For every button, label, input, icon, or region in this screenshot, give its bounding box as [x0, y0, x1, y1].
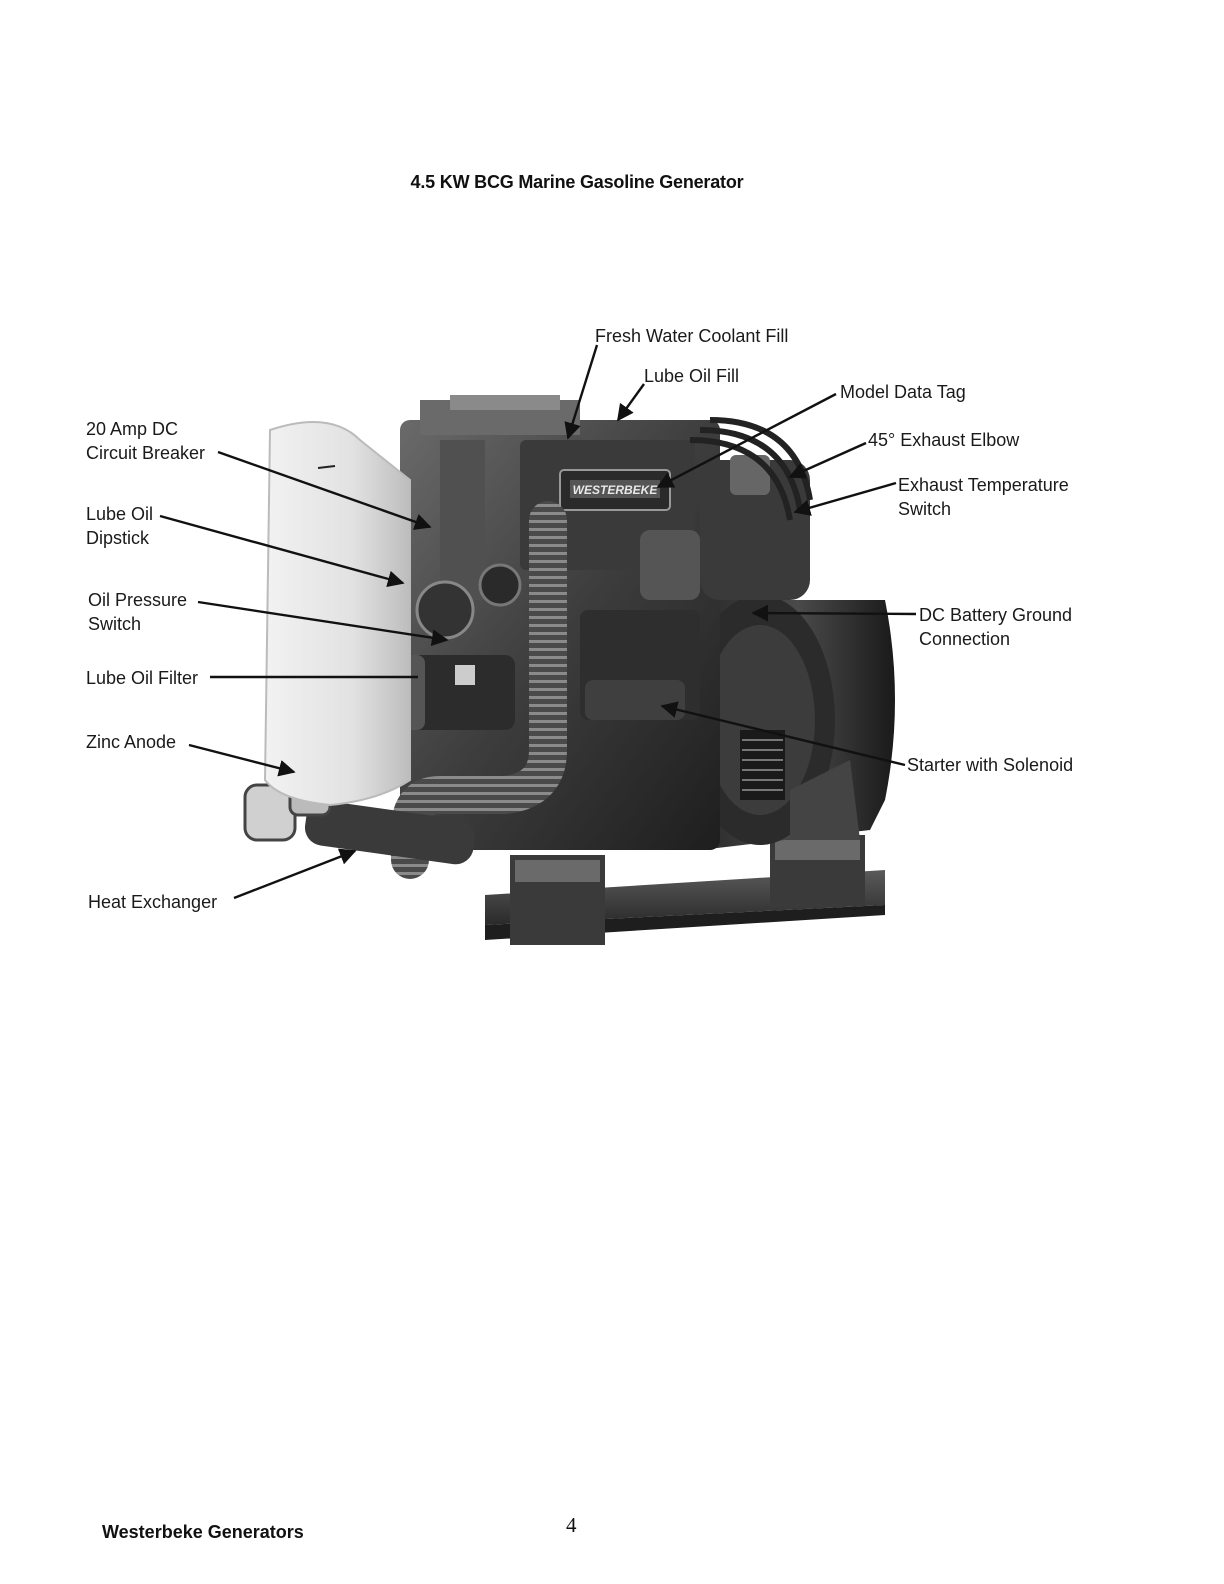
label-oil-pressure-2: Switch — [88, 614, 142, 634]
label-zinc-anode: Zinc Anode — [86, 732, 177, 752]
label-lube-oil-filter: Lube Oil Filter — [86, 668, 199, 688]
label-starter: Starter with Solenoid — [907, 755, 1074, 775]
generator-end — [685, 595, 895, 850]
label-dipstick-1: Lube Oil — [86, 504, 154, 524]
label-circuit-breaker-1: 20 Amp DC — [86, 419, 179, 439]
label-dipstick-2: Dipstick — [86, 528, 150, 548]
label-lube-oil-fill: Lube Oil Fill — [644, 366, 740, 386]
label-exhaust-temp-switch-2: Switch — [898, 499, 952, 519]
label-fresh-water-coolant-fill: Fresh Water Coolant Fill — [595, 326, 789, 346]
label-dc-ground-1: DC Battery Ground — [919, 605, 1073, 625]
page-title: 4.5 KW BCG Marine Gasoline Generator — [410, 172, 744, 192]
label-heat-exchanger: Heat Exchanger — [88, 892, 218, 912]
oil-filter — [405, 655, 515, 730]
page-number: 4 — [566, 1513, 577, 1537]
coolant-tank — [263, 421, 411, 807]
brand-plate: WESTERBEKE — [573, 483, 659, 497]
label-model-data-tag: Model Data Tag — [840, 382, 966, 402]
label-circuit-breaker-2: Circuit Breaker — [86, 443, 206, 463]
label-exhaust-temp-switch-1: Exhaust Temperature — [898, 475, 1069, 495]
leader-lines — [159, 344, 917, 900]
label-oil-pressure-1: Oil Pressure — [88, 590, 188, 610]
label-exhaust-elbow: 45° Exhaust Elbow — [868, 430, 1020, 450]
base-frame — [485, 835, 885, 945]
label-dc-ground-2: Connection — [919, 629, 1011, 649]
footer-title: Westerbeke Generators — [102, 1522, 304, 1542]
